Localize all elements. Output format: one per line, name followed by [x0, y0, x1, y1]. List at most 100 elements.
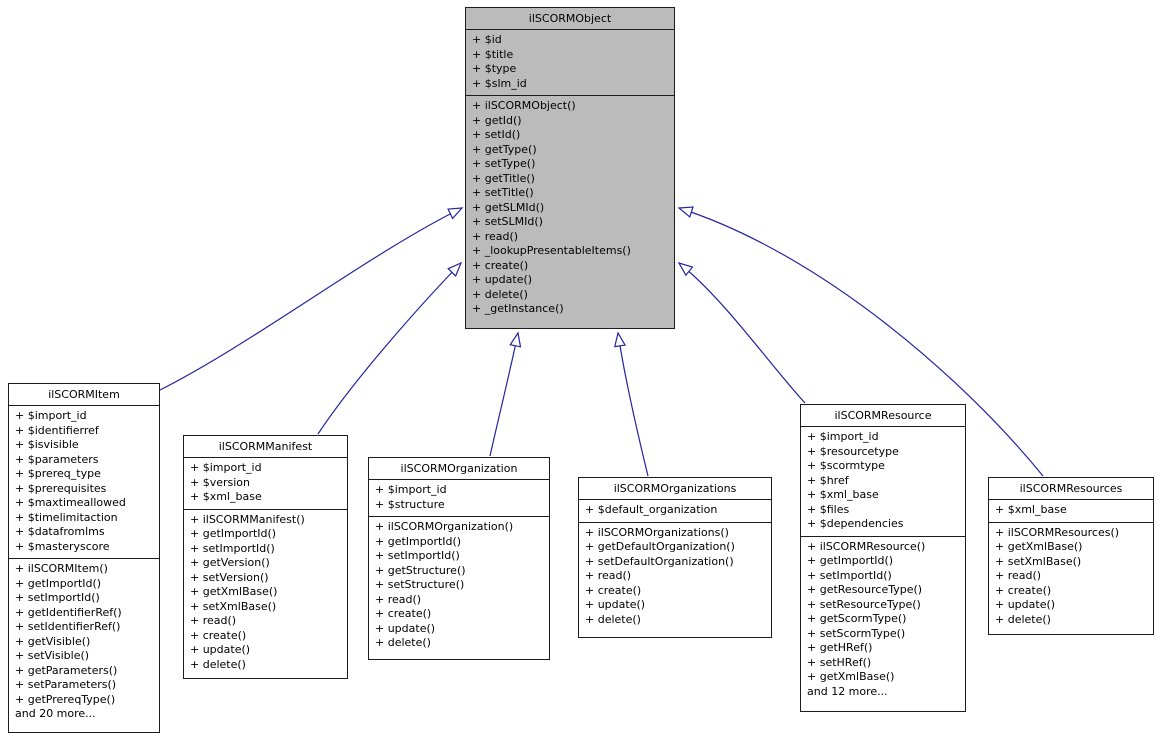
member-row: + setImportId(): [190, 541, 275, 555]
member-row: + $xml_base: [190, 490, 262, 503]
inheritance-edge-ilSCORMItem: [159, 207, 464, 391]
member-row: + ilSCORMObject(): [472, 99, 576, 112]
member-row: + $href: [807, 473, 849, 487]
member-row: + read(): [472, 229, 519, 243]
member-row: + $masteryscore: [15, 539, 110, 553]
member-row: + getImportId(): [15, 576, 102, 590]
member-row: and 20 more...: [15, 707, 96, 720]
inheritance-edge-ilSCORMManifest: [317, 261, 463, 435]
member-row: + update(): [472, 273, 533, 286]
member-row: + setResourceType(): [807, 597, 921, 611]
member-row: + getXmlBase(): [190, 585, 278, 598]
class-title: ilSCORMResource: [834, 409, 932, 422]
member-row: + setType(): [472, 157, 536, 170]
member-row: + $import_id: [807, 430, 879, 443]
member-row: + getXmlBase(): [995, 540, 1083, 553]
member-row: + create(): [190, 628, 247, 642]
member-row: + setHRef(): [807, 655, 872, 669]
class-box-ilSCORMOrganization[interactable]: ilSCORMOrganization + $import_id+ $struc…: [368, 457, 550, 660]
member-row: + $scormtype: [807, 459, 885, 472]
member-row: + getImportId(): [807, 554, 894, 567]
member-row: + getScormType(): [807, 612, 907, 625]
class-box-ilSCORMItem[interactable]: ilSCORMItem + $import_id+ $identifierref…: [8, 383, 160, 733]
member-row: + $maxtimeallowed: [15, 496, 126, 509]
member-row: + ilSCORMOrganizations(): [585, 525, 729, 539]
member-row: + $slm_id: [472, 76, 527, 90]
member-row: + read(): [585, 569, 632, 582]
class-title: ilSCORMManifest: [218, 440, 313, 453]
member-row: + getIdentifierRef(): [15, 605, 122, 619]
member-row: + $import_id: [375, 483, 447, 496]
member-row: + $default_organization: [585, 503, 718, 516]
class-methods: + ilSCORMItem()+ getImportId()+ setImpor…: [9, 558, 159, 732]
member-row: + getXmlBase(): [807, 670, 895, 683]
member-row: + read(): [995, 569, 1042, 582]
class-box-ilSCORMOrganizations[interactable]: ilSCORMOrganizations + $default_organiza…: [578, 477, 772, 638]
class-attributes: + $import_id+ $version+ $xml_base: [184, 457, 347, 509]
member-row: + $xml_base: [807, 488, 879, 501]
class-methods: + ilSCORMOrganizations()+ getDefaultOrga…: [579, 521, 771, 638]
class-box-ilSCORMResource[interactable]: ilSCORMResource + $import_id+ $resourcet…: [800, 404, 966, 712]
member-row: + setSLMId(): [472, 215, 543, 228]
member-row: + setXmlBase(): [995, 554, 1082, 568]
member-row: + getHRef(): [807, 641, 873, 654]
member-row: + $files: [807, 502, 850, 516]
inheritance-edge-ilSCORMOrganizations: [613, 331, 649, 477]
member-row: + getPrereqType(): [15, 692, 116, 706]
member-row: + ilSCORMOrganization(): [375, 520, 514, 533]
member-row: + getVersion(): [190, 556, 270, 569]
class-box-ilSCORMObject: ilSCORMObject + $id+ $title+ $type+ $slm…: [465, 7, 675, 329]
member-row: + $resourcetype: [807, 444, 899, 458]
member-row: + create(): [995, 583, 1052, 597]
member-row: + setId(): [472, 128, 521, 141]
class-title: ilSCORMItem: [48, 388, 120, 401]
member-row: + getStructure(): [375, 563, 466, 577]
class-attributes: + $default_organization: [579, 499, 771, 522]
class-methods: + ilSCORMOrganization()+ getImportId()+ …: [369, 516, 549, 659]
class-attributes: + $import_id+ $resourcetype+ $scormtype+…: [801, 426, 965, 536]
member-row: + setDefaultOrganization(): [585, 554, 734, 568]
member-row: + getSLMId(): [472, 200, 545, 214]
member-row: + setParameters(): [15, 678, 117, 691]
member-row: + ilSCORMResource(): [807, 539, 926, 553]
member-row: + getId(): [472, 113, 522, 127]
member-row: + update(): [585, 598, 646, 611]
member-row: + setIdentifierRef(): [15, 620, 121, 633]
member-row: and 12 more...: [807, 684, 888, 698]
member-row: + setVersion(): [190, 570, 269, 584]
member-row: + $type: [472, 62, 517, 75]
member-row: + $identifierref: [15, 423, 99, 437]
member-row: + $parameters: [15, 452, 99, 466]
member-row: + $id: [472, 33, 502, 46]
member-row: + ilSCORMManifest(): [190, 512, 305, 526]
member-row: + getType(): [472, 142, 537, 156]
member-row: + ilSCORMResources(): [995, 525, 1120, 539]
member-row: + _lookupPresentableItems(): [472, 244, 631, 257]
member-row: + $structure: [375, 497, 445, 511]
member-row: + read(): [190, 614, 237, 627]
member-row: + setVisible(): [15, 649, 90, 662]
class-title: ilSCORMOrganizations: [613, 482, 737, 495]
member-row: + setImportId(): [807, 568, 892, 582]
member-row: + delete(): [375, 636, 431, 649]
member-row: + $timelimitaction: [15, 510, 118, 524]
member-row: + setImportId(): [375, 549, 460, 562]
class-attributes: + $id+ $title+ $type+ $slm_id: [466, 29, 674, 95]
member-row: + update(): [995, 598, 1056, 611]
class-attributes: + $xml_base: [989, 499, 1153, 522]
class-box-ilSCORMResources[interactable]: ilSCORMResources + $xml_base + ilSCORMRe…: [988, 477, 1154, 635]
member-row: + $dependencies: [807, 517, 904, 530]
member-row: + getImportId(): [190, 527, 277, 540]
member-row: + setTitle(): [472, 186, 534, 199]
member-row: + getParameters(): [15, 663, 118, 677]
class-title: ilSCORMOrganization: [400, 462, 518, 475]
class-methods: + ilSCORMManifest()+ getImportId()+ setI…: [184, 508, 347, 679]
member-row: + $title: [472, 47, 514, 61]
class-box-ilSCORMManifest[interactable]: ilSCORMManifest + $import_id+ $version+ …: [183, 435, 348, 679]
member-row: + $xml_base: [995, 503, 1067, 516]
member-row: + getDefaultOrganization(): [585, 540, 735, 553]
member-row: + create(): [585, 583, 642, 597]
member-row: + delete(): [995, 612, 1051, 626]
